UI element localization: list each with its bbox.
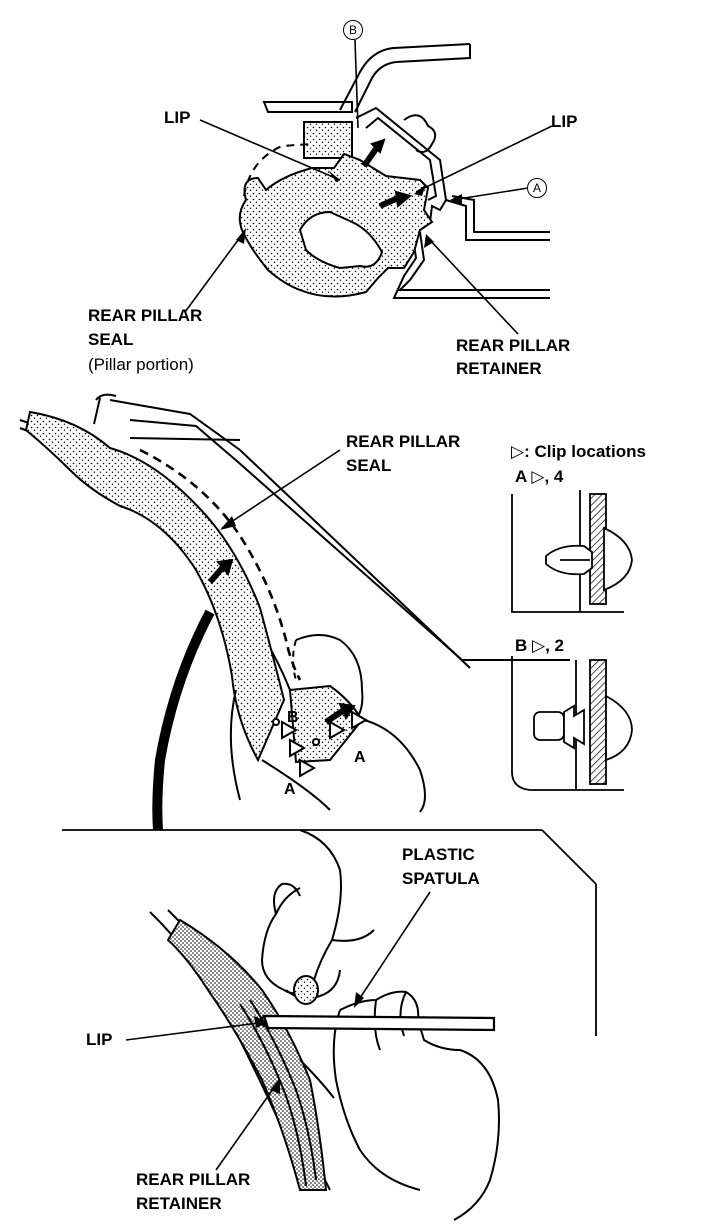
pillar-mark-a-left: A — [284, 781, 296, 798]
pillar-mark-b: B — [287, 709, 299, 726]
label-lip-left: LIP — [164, 108, 191, 127]
clip-legend-text: : Clip locations — [524, 442, 646, 461]
clip-a-label: A — [515, 467, 527, 486]
label-rear-pillar-seal-mid-1: REAR PILLAR — [346, 432, 461, 451]
clip-triangle-icon: ▷ — [531, 467, 545, 487]
clip-b-count: , 2 — [545, 636, 564, 655]
clip-detail-b — [511, 656, 633, 791]
label-lip-right: LIP — [551, 112, 578, 131]
label-rear-pillar-retainer-top-2: RETAINER — [456, 359, 542, 378]
middle-pillar — [19, 393, 570, 831]
label-lip-bottom: LIP — [86, 1030, 113, 1049]
bottom-spatula-scene — [149, 829, 500, 1221]
clip-a-caption: A ▷, 4 — [515, 465, 563, 489]
label-rear-pillar-seal-mid-2: SEAL — [346, 456, 392, 475]
label-plastic-spatula-2: SPATULA — [402, 869, 480, 888]
callout-b-top: B — [343, 20, 363, 40]
clip-b-caption: B ▷, 2 — [515, 634, 564, 658]
clip-triangle-icon: ▷ — [511, 442, 525, 462]
label-rear-pillar-retainer-top-1: REAR PILLAR — [456, 336, 571, 355]
clip-b-label: B — [515, 636, 528, 655]
top-leaders — [184, 39, 553, 335]
bottom-spatula-frame — [62, 829, 597, 1036]
label-pillar-portion: (Pillar portion) — [88, 355, 194, 374]
clip-detail-a — [511, 490, 633, 613]
bottom-leaders — [125, 891, 431, 1171]
pillar-clip-marks — [272, 710, 369, 778]
clip-a-count: , 4 — [544, 467, 564, 486]
clip-legend: ▷: Clip locations — [511, 440, 646, 464]
callout-a-top: A — [527, 178, 547, 198]
label-plastic-spatula-1: PLASTIC — [402, 845, 475, 864]
clip-triangle-icon: ▷ — [532, 636, 546, 656]
label-rear-pillar-seal-top-2: SEAL — [88, 330, 134, 349]
pillar-mark-a-right: A — [354, 749, 366, 766]
label-rear-pillar-retainer-bottom-1: REAR PILLAR — [136, 1170, 251, 1189]
label-rear-pillar-retainer-bottom-2: RETAINER — [136, 1194, 222, 1213]
label-rear-pillar-seal-top-1: REAR PILLAR — [88, 306, 203, 325]
top-cross-section — [238, 43, 550, 299]
